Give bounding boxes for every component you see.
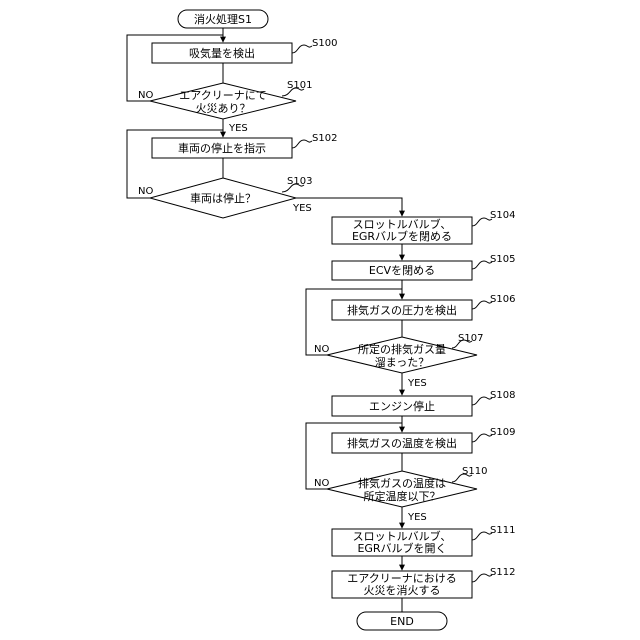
step-s104-text-line1: スロットルバルブ、 <box>353 217 452 231</box>
step-s106-id: S106 <box>490 294 515 305</box>
leader-s108 <box>472 397 492 405</box>
step-s111-id: S111 <box>490 525 515 536</box>
step-s105-text: ECVを閉める <box>369 264 435 277</box>
s103-yes-label: YES <box>292 203 312 214</box>
step-s111-text-line1: スロットルバルブ、 <box>353 529 452 543</box>
leader-s105 <box>472 261 492 269</box>
step-s103-id: S103 <box>287 176 312 187</box>
leader-s112 <box>472 574 492 582</box>
step-s102-id: S102 <box>312 133 337 144</box>
step-s107-text-line2: 溜まった？ <box>375 355 430 369</box>
leader-s100 <box>292 45 312 53</box>
s101-no-label: NO <box>138 90 153 101</box>
step-s100-text: 吸気量を検出 <box>189 46 255 60</box>
step-s108-id: S108 <box>490 390 515 401</box>
leader-s104 <box>472 218 492 226</box>
step-s100-id: S100 <box>312 38 337 49</box>
end-label: END <box>390 615 414 628</box>
leader-s102 <box>292 140 312 148</box>
step-s108-text: エンジン停止 <box>369 399 435 413</box>
step-s102-text: 車両の停止を指示 <box>178 141 266 155</box>
step-s101-text-line1: エアクリーナにて <box>179 89 266 102</box>
step-s110-text-line1: 排気ガスの温度は <box>358 476 446 490</box>
step-s109-text: 排気ガスの温度を検出 <box>347 436 457 450</box>
leader-s106 <box>472 301 492 309</box>
s107-no-label: NO <box>314 344 329 355</box>
step-s104-id: S104 <box>490 210 515 221</box>
step-s112-text-line2: 火災を消火する <box>364 583 441 597</box>
step-s107-id: S107 <box>458 333 483 344</box>
step-s106-text: 排気ガスの圧力を検出 <box>347 303 457 317</box>
start-label: 消火処理S1 <box>194 12 252 26</box>
step-s101-text-line2: 火災あり？ <box>196 102 251 115</box>
s101-yes-label: YES <box>228 123 248 134</box>
s103-no-label: NO <box>138 186 153 197</box>
step-s101-id: S101 <box>287 80 312 91</box>
s110-no-label: NO <box>314 478 329 489</box>
step-s112-id: S112 <box>490 567 515 578</box>
leader-s111 <box>472 532 492 540</box>
leader-s109 <box>472 434 492 442</box>
step-s110-text-line2: 所定温度以下？ <box>364 489 441 503</box>
step-s109-id: S109 <box>490 427 515 438</box>
s110-yes-label: YES <box>407 512 427 523</box>
step-s104-text-line2: EGRバルブを閉める <box>352 229 452 243</box>
step-s110-id: S110 <box>462 466 487 477</box>
step-s105-id: S105 <box>490 254 515 265</box>
step-s103-text: 車両は停止？ <box>190 191 256 205</box>
step-s111-text-line2: EGRバルブを開く <box>357 541 446 555</box>
s107-yes-label: YES <box>407 378 427 389</box>
step-s107-text-line1: 所定の排気ガス量 <box>358 342 446 356</box>
